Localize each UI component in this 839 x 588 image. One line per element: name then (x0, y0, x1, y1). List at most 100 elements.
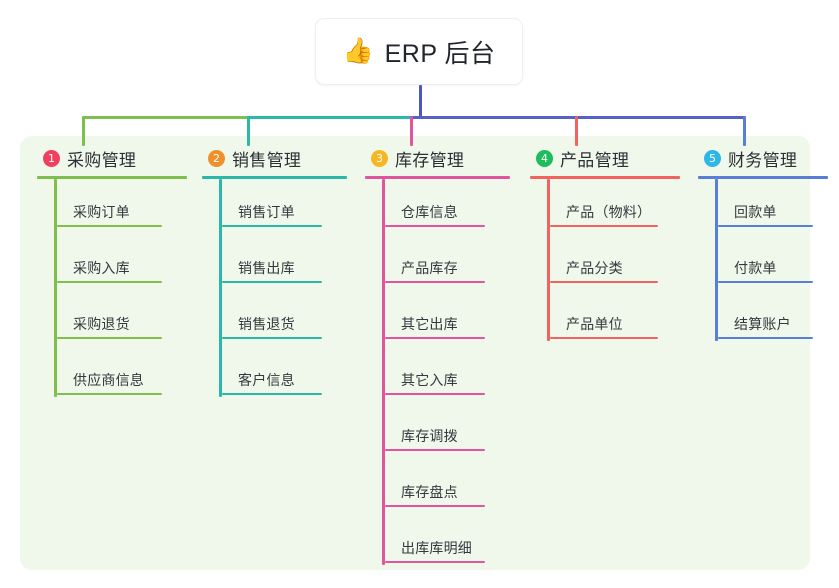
branch-item[interactable]: 出库库明细 (385, 515, 510, 571)
branch-item-label: 其它出库 (401, 316, 458, 332)
root-node-erp-backend[interactable]: 👍 ERP 后台 (315, 18, 523, 85)
branch-item-rule (550, 281, 658, 283)
branch-item[interactable]: 产品单位 (550, 291, 680, 347)
branch-header-rule (202, 176, 347, 179)
branch-item[interactable]: 采购入库 (57, 235, 187, 291)
branch-item-rule (718, 281, 813, 283)
branch-item-rule (222, 393, 322, 395)
branch-header-rule (37, 176, 187, 179)
branch-item[interactable]: 销售出库 (222, 235, 347, 291)
branch-item-rule (385, 561, 485, 563)
branch-item-label: 产品库存 (401, 260, 458, 276)
branch-header-2[interactable]: 2 销售管理 (202, 146, 347, 170)
branch-item-list: 产品（物料） 产品分类产品单位 (530, 179, 680, 347)
branch-item-rule (57, 225, 162, 227)
branch-item[interactable]: 产品（物料） (550, 179, 680, 235)
branch-number-badge: 2 (208, 149, 225, 167)
branch-spine-line (54, 179, 57, 397)
trunk-segment-1 (82, 116, 250, 119)
trunk-segment-2 (247, 116, 413, 119)
branch-item-rule (385, 337, 485, 339)
branch-title: 库存管理 (395, 150, 465, 170)
branch-item-rule (57, 393, 162, 395)
thumbs-up-emoji: 👍 (342, 37, 374, 65)
branch-item-rule (222, 337, 322, 339)
branch-header-4[interactable]: 4 产品管理 (530, 146, 680, 170)
branch-item[interactable]: 其它入库 (385, 347, 510, 403)
branch-item[interactable]: 采购退货 (57, 291, 187, 347)
branch-item-rule (385, 505, 485, 507)
branch-item-rule (550, 225, 658, 227)
branch-header-rule (698, 176, 828, 179)
branch-item[interactable]: 仓库信息 (385, 179, 510, 235)
branch-item-rule (57, 337, 162, 339)
branch-item-label: 销售退货 (238, 316, 295, 332)
branch-title: 销售管理 (232, 150, 302, 170)
branch-item-rule (550, 337, 658, 339)
branch-item-list: 采购订单采购入库采购退货供应商信息 (37, 179, 187, 403)
branch-spine-line (382, 179, 385, 565)
branch-header-rule (365, 176, 510, 179)
branch-item[interactable]: 产品库存 (385, 235, 510, 291)
branch-item[interactable]: 供应商信息 (57, 347, 187, 403)
root-node-content: 👍 ERP 后台 (342, 34, 495, 70)
branch-item-rule (718, 225, 813, 227)
branch-item-rule (222, 225, 322, 227)
branch-item[interactable]: 产品分类 (550, 235, 680, 291)
branch-item-rule (718, 337, 813, 339)
branch-number-badge: 4 (536, 149, 553, 167)
branch-spine-line (547, 179, 550, 341)
branch-title: 采购管理 (67, 150, 137, 170)
branch-item-label: 采购订单 (73, 204, 130, 220)
branch-item-rule (385, 449, 485, 451)
branch-item-rule (385, 225, 485, 227)
branches-panel (20, 136, 810, 570)
branch-item[interactable]: 其它出库 (385, 291, 510, 347)
branch-header-3[interactable]: 3 库存管理 (365, 146, 510, 170)
branch-item-label: 供应商信息 (73, 372, 144, 388)
branch-item[interactable]: 销售退货 (222, 291, 347, 347)
branch-item-label: 采购入库 (73, 260, 130, 276)
branch-item[interactable]: 付款单 (718, 235, 828, 291)
branch-item[interactable]: 销售订单 (222, 179, 347, 235)
branch-item-rule (385, 393, 485, 395)
branch-item-list: 回款单付款单结算账户 (698, 179, 828, 347)
branch-item-rule (222, 281, 322, 283)
branch-item[interactable]: 客户信息 (222, 347, 347, 403)
branch-item-list: 销售订单销售出库销售退货客户信息 (202, 179, 347, 403)
branch-stub-1 (82, 116, 85, 146)
root-node-title: ERP 后台 (384, 39, 496, 68)
branch-item-label: 回款单 (734, 204, 777, 220)
branch-item-label: 客户信息 (238, 372, 295, 388)
branch-item[interactable]: 采购订单 (57, 179, 187, 235)
branch-header-5[interactable]: 5 财务管理 (698, 146, 828, 170)
branch-item-label: 出库库明细 (401, 540, 472, 556)
branch-item-list: 仓库信息产品库存其它出库其它入库库存调拨库存盘点出库库明细 (365, 179, 510, 571)
branch-title: 产品管理 (560, 150, 630, 170)
branch-item[interactable]: 回款单 (718, 179, 828, 235)
branch-stub-4 (575, 116, 578, 146)
branch-item[interactable]: 库存盘点 (385, 459, 510, 515)
branch-column-4: 4 产品管理产品（物料） 产品分类产品单位 (530, 146, 680, 347)
branch-title: 财务管理 (728, 150, 798, 170)
trunk-segment-3 (410, 116, 746, 119)
branch-item-label: 产品（物料） (566, 204, 652, 220)
branch-item-label: 结算账户 (734, 316, 791, 332)
branch-number-badge: 5 (704, 149, 721, 167)
branch-item-label: 其它入库 (401, 372, 458, 388)
branch-item[interactable]: 结算账户 (718, 291, 828, 347)
branch-number-badge: 3 (371, 149, 388, 167)
branch-item-label: 库存调拨 (401, 428, 458, 444)
branch-stub-5 (743, 116, 746, 146)
branch-stub-3 (410, 116, 413, 146)
branch-item[interactable]: 库存调拨 (385, 403, 510, 459)
branch-item-label: 库存盘点 (401, 484, 458, 500)
branch-item-label: 采购退货 (73, 316, 130, 332)
root-stem-line (419, 85, 422, 118)
branch-item-label: 付款单 (734, 260, 777, 276)
branch-item-rule (385, 281, 485, 283)
branch-column-5: 5 财务管理回款单付款单结算账户 (698, 146, 828, 347)
